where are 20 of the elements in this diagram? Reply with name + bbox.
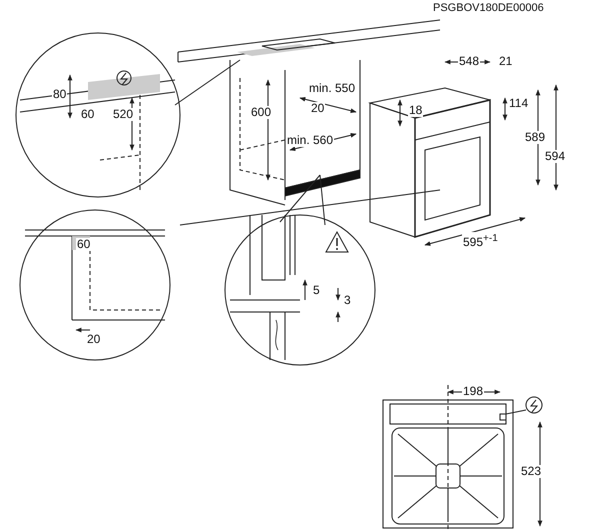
dimension-label: min. 550 [308, 82, 356, 95]
dimension-label: 60 [80, 108, 96, 121]
dimension-label: 589 [524, 131, 546, 144]
dimension-label: 523 [520, 465, 542, 478]
dimension-label: 20 [310, 102, 326, 115]
dimension-label: 60 [76, 238, 92, 251]
dimension-label: 18 [408, 104, 424, 117]
dimension-label: 21 [498, 55, 514, 68]
dimension-label: 20 [86, 333, 102, 346]
dimension-label: 548 [458, 55, 480, 68]
dimension-label: 520 [112, 108, 134, 121]
dimension-label: 198 [462, 385, 484, 398]
dimension-label: 5 [312, 284, 321, 297]
dimension-label: 114 [508, 97, 530, 110]
dimension-label: 594 [544, 150, 566, 163]
dimension-label: 3 [343, 294, 352, 307]
dimension-label: min. 560 [286, 134, 334, 147]
dimension-label: 80 [52, 88, 68, 101]
dimension-label: 600 [250, 106, 272, 119]
dimension-label: 595$^{+-1}$ [462, 232, 499, 249]
